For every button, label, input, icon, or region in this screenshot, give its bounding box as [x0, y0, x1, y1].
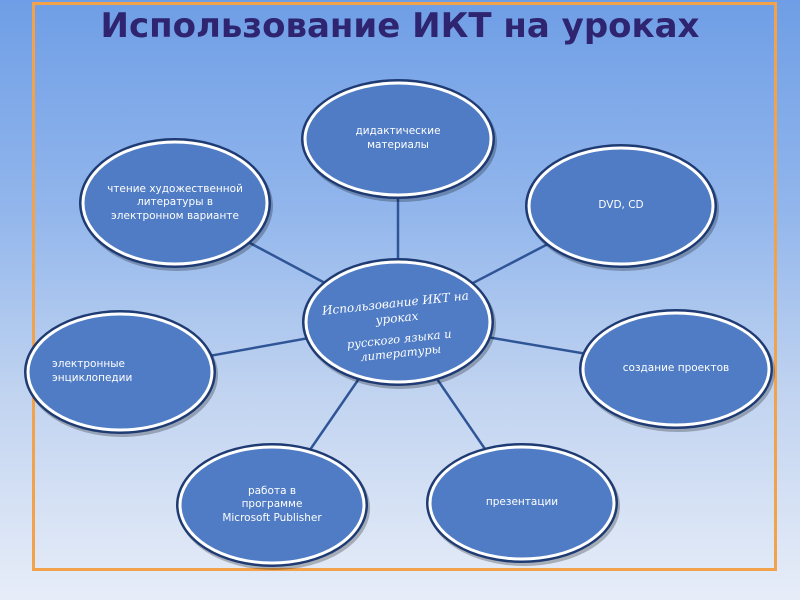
- node-label-reading: чтение художественной литературы в элект…: [107, 182, 243, 222]
- node-label-didactic: дидактические материалы: [355, 125, 441, 151]
- node-reading: [81, 140, 269, 266]
- slide-title: Использование ИКТ на уроках: [100, 6, 700, 46]
- node-dvd: [527, 146, 715, 266]
- node-didactic: [303, 81, 493, 197]
- nodes-layer: [24, 79, 775, 570]
- slide-frame: [32, 2, 777, 571]
- node-label-presentations: презентации: [485, 496, 559, 509]
- node-label-publisher: работа в программе Microsoft Publisher: [222, 484, 322, 524]
- node-encyclopedias: [26, 312, 214, 432]
- center-node-label: Использование ИКТ на уроках русского язы…: [313, 270, 483, 386]
- node-label-projects: создание проектов: [622, 362, 730, 375]
- node-publisher: [178, 445, 366, 565]
- center-node: [304, 260, 492, 384]
- node-presentations: [428, 445, 616, 561]
- node-label-encyclopedias: электронные энциклопедии: [52, 358, 133, 384]
- node-label-dvd: DVD, CD: [598, 199, 644, 212]
- node-projects: [581, 311, 771, 427]
